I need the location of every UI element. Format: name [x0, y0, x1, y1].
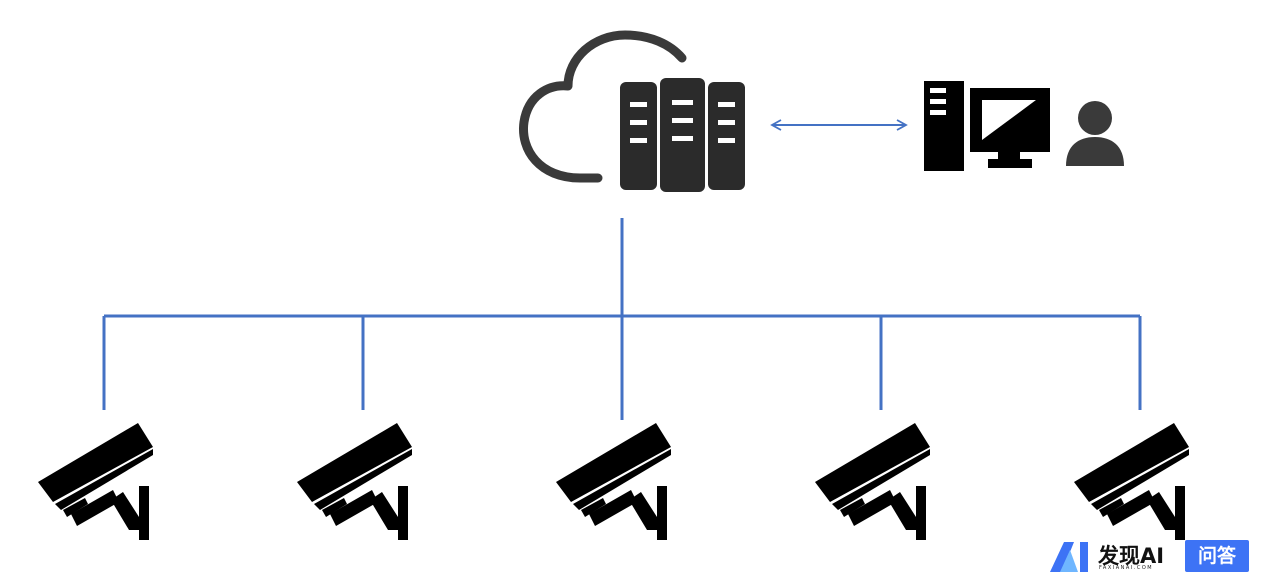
watermark-logo-text: 发现AI: [1098, 544, 1165, 568]
user-icon: [1066, 101, 1124, 166]
cloud-outline: [519, 30, 687, 183]
monitor-icon: [970, 88, 1050, 168]
desktop-tower-icon: [924, 81, 964, 171]
cctv-camera-icon: [297, 423, 412, 540]
ai-logo-icon: [1050, 542, 1088, 572]
server-rack-icon: [620, 78, 745, 192]
cctv-camera-icon: [556, 423, 671, 540]
watermark-sub-text: FAXIANAI.COM: [1099, 565, 1154, 571]
cctv-camera-icon: [815, 423, 930, 540]
watermark-badge: 问答: [1185, 540, 1249, 572]
camera-bus: [102, 218, 1142, 420]
cctv-camera-icon: [38, 423, 153, 540]
cctv-camera-icon: [1074, 423, 1189, 540]
cloud-server-icon: [519, 30, 745, 192]
